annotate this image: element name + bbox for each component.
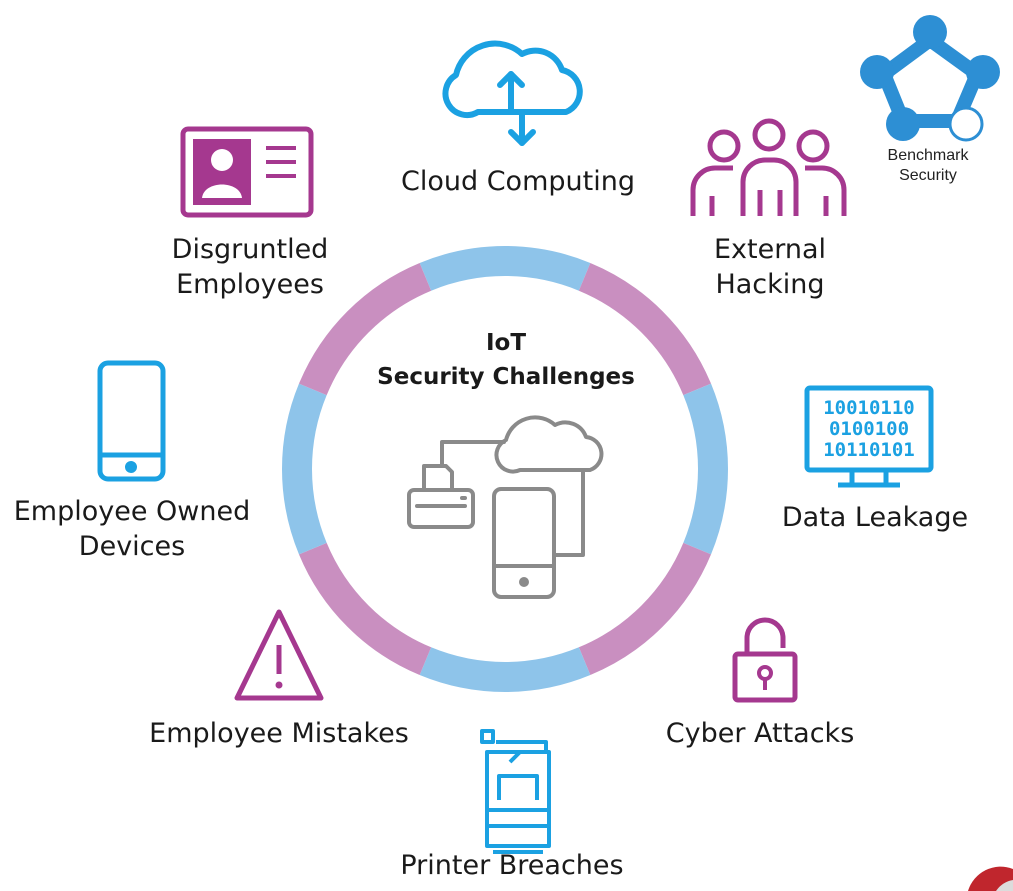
ring-segment	[419, 246, 591, 291]
binary-line-3: 10110101	[823, 439, 915, 461]
ring-segment	[419, 647, 591, 692]
data-leakage-label: Data Leakage	[781, 502, 969, 533]
ring-segment	[578, 262, 712, 396]
disgruntled-line2: Employees	[176, 269, 324, 300]
employee-mistakes-label: Employee Mistakes	[149, 718, 409, 749]
disgruntled-line1: Disgruntled	[171, 234, 329, 265]
center-title-line2: Security Challenges	[377, 364, 635, 390]
logo-line2: Security	[899, 167, 957, 184]
external-line2: Hacking	[715, 269, 825, 300]
binary-line-1: 10010110	[823, 397, 915, 419]
logo-line1: Benchmark	[887, 147, 969, 164]
printer-breaches-label: Printer Breaches	[400, 850, 624, 881]
ring-segment	[298, 542, 432, 676]
employee-owned-devices-label: Employee Owned Devices	[2, 494, 262, 564]
owned-line1: Employee Owned	[13, 496, 251, 527]
ring-segment	[298, 262, 432, 396]
benchmark-security-text: Benchmark Security	[858, 146, 998, 186]
external-hacking-label: External Hacking	[700, 232, 840, 302]
binary-line-2: 0100100	[829, 418, 909, 440]
center-title-line1: IoT	[485, 330, 527, 356]
ring-segment	[578, 542, 712, 676]
center-title: IoT Security Challenges	[356, 326, 656, 394]
owned-line2: Devices	[78, 531, 186, 562]
ring-segment	[683, 383, 728, 555]
ring-segment	[282, 383, 327, 555]
cloud-computing-label: Cloud Computing	[401, 166, 635, 197]
external-line1: External	[713, 234, 827, 265]
disgruntled-employees-label: Disgruntled Employees	[160, 232, 340, 302]
cyber-attacks-label: Cyber Attacks	[665, 718, 855, 749]
